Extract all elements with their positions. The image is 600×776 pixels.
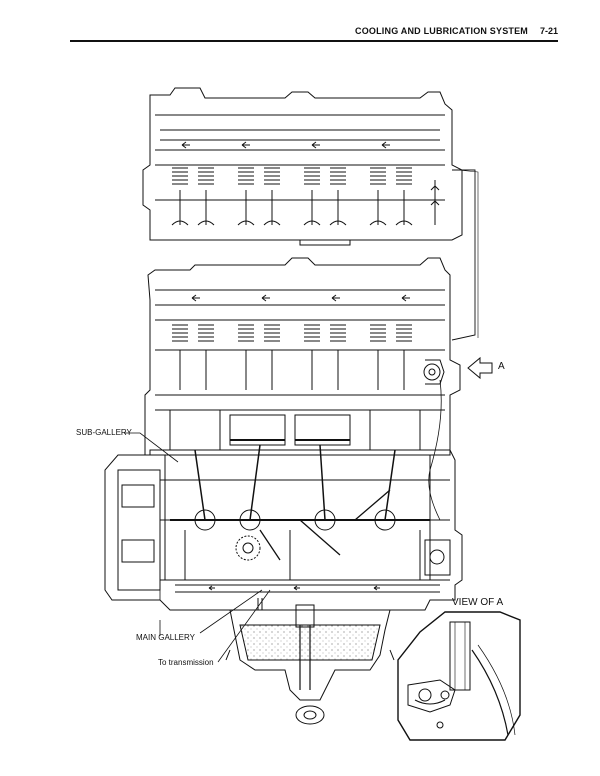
view-of-a-label: VIEW OF A <box>452 597 504 608</box>
view-a-marker: A <box>498 361 505 372</box>
view-direction-arrow <box>467 356 493 380</box>
view-of-a-inset <box>397 611 521 741</box>
engine-block <box>144 257 461 521</box>
main-gallery-label: MAIN GALLERY <box>136 633 195 642</box>
crankcase <box>104 444 463 611</box>
sub-gallery-label: SUB-GALLERY <box>76 428 132 437</box>
page-number: 7-21 <box>539 26 558 36</box>
oil-pan <box>200 598 420 725</box>
section-title: COOLING AND LUBRICATION SYSTEM <box>355 26 528 36</box>
to-transmission-label: To transmission <box>158 658 214 667</box>
page-header: COOLING AND LUBRICATION SYSTEM 7-21 <box>70 24 558 42</box>
leader-lines <box>124 432 271 663</box>
cylinder-head-upper <box>142 87 479 341</box>
